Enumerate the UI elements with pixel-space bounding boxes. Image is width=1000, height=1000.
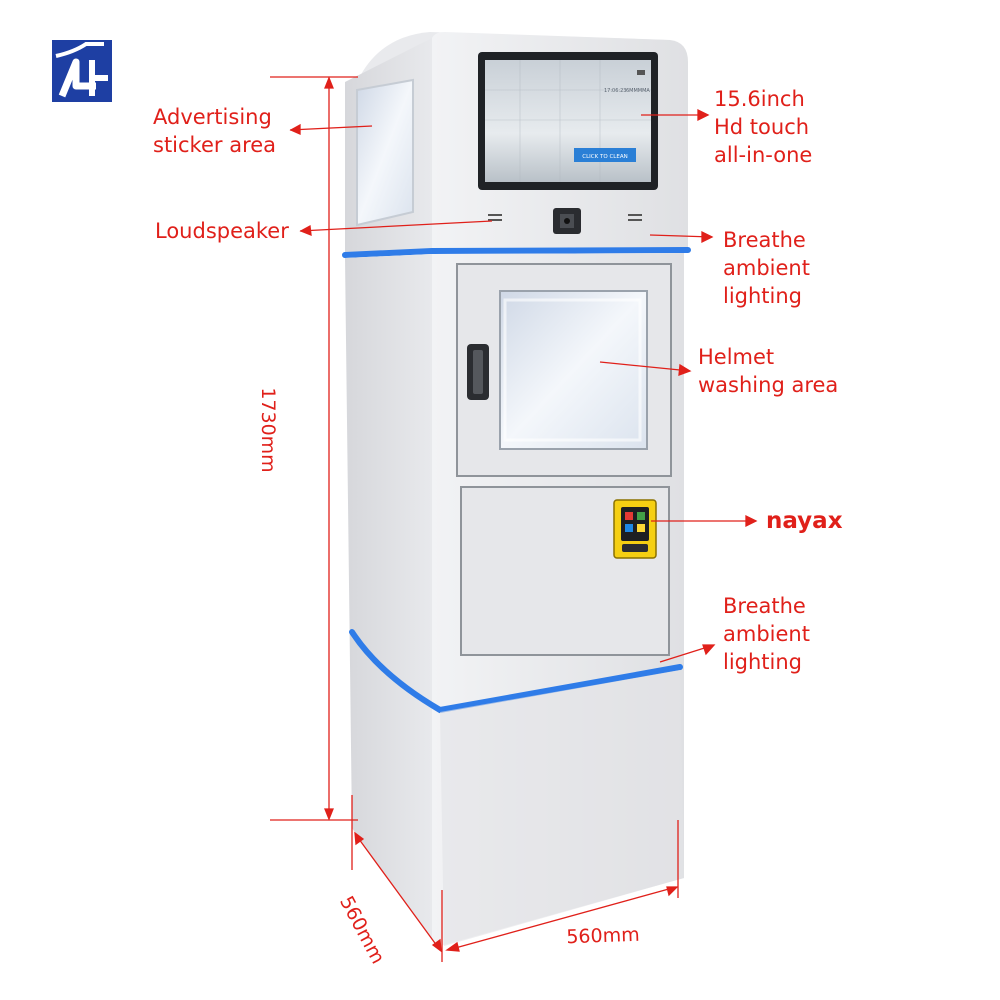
advertising-window — [356, 78, 414, 227]
width-dimension-label: 560mm — [565, 923, 641, 949]
breathe-bottom-line-1: Breathe — [723, 594, 806, 618]
breathe-top-line-1: Breathe — [723, 228, 806, 252]
advertising-callout: Advertising sticker area — [153, 103, 276, 159]
touch-line-1: 15.6inch — [714, 87, 805, 111]
speaker-grille-left — [488, 214, 502, 221]
touch-line-2: Hd touch — [714, 115, 810, 139]
breathe-top-line-2: ambient — [723, 256, 810, 280]
helmet-line-1: Helmet — [698, 345, 775, 369]
helmet-callout: Helmet washing area — [698, 343, 838, 399]
body-side-panel — [345, 254, 432, 940]
screen-clean-label: CLICK TO CLEAN — [582, 154, 627, 160]
monitor-screen — [485, 60, 651, 182]
screen-status-left: 17:06:23 — [604, 88, 626, 94]
screen-status-right: 6MMMMA — [626, 88, 650, 94]
touch-line-3: all-in-one — [714, 143, 813, 167]
helmet-window — [499, 290, 648, 450]
breathe-top-callout: Breathe ambient lighting — [723, 226, 810, 310]
height-dimension-label: 1730mm — [257, 387, 279, 473]
breathe-bottom-line-2: ambient — [723, 622, 810, 646]
breathe-bottom-line-3: lighting — [723, 650, 803, 674]
touch-callout: 15.6inch Hd touch all-in-one — [714, 85, 812, 169]
breathe-bottom-callout: Breathe ambient lighting — [723, 592, 810, 676]
led-band-top — [342, 247, 691, 258]
nayax-line-1: nayax — [766, 508, 843, 534]
nayax-callout: nayax — [766, 507, 843, 535]
advertising-line-1: Advertising — [153, 105, 272, 129]
advertising-line-2: sticker area — [153, 133, 277, 157]
led-band-bottom — [349, 629, 683, 714]
screen-clean-button — [574, 148, 636, 162]
speaker-grille-right — [628, 214, 642, 221]
helmet-line-2: washing area — [698, 373, 839, 397]
breathe-top-line-3: lighting — [723, 284, 803, 308]
4h-logo-icon — [52, 40, 112, 102]
loudspeaker-callout: Loudspeaker — [155, 217, 289, 245]
loudspeaker-line-1: Loudspeaker — [155, 219, 289, 243]
